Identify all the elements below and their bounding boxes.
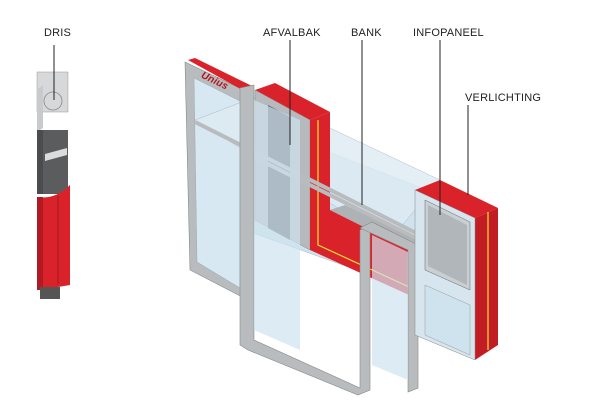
dris-pole <box>36 71 70 299</box>
infopaneel-box <box>414 180 498 361</box>
label-verlichting: VERLICHTING <box>465 92 542 104</box>
label-infopaneel: INFOPANEEL <box>413 27 484 39</box>
front-rail <box>194 120 431 242</box>
right-frame <box>359 221 419 393</box>
label-afvalbak: AFVALBAK <box>263 27 321 39</box>
label-bank: BANK <box>351 27 382 39</box>
label-dris: DRIS <box>44 27 72 39</box>
